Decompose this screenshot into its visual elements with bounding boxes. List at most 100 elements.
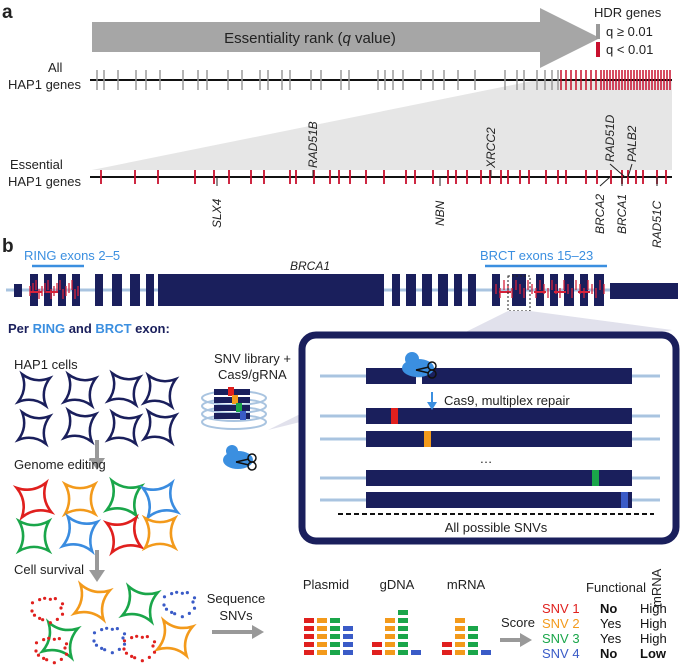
dead-cell-fragment [110, 651, 114, 655]
legend-red-label: q < 0.01 [606, 42, 653, 57]
histogram-block [398, 642, 408, 647]
dead-cell-fragment [45, 658, 49, 662]
surviving-cells [30, 580, 197, 665]
dead-cell-fragment [151, 644, 155, 648]
dead-cell-fragment [122, 647, 126, 651]
dead-cell-fragment [170, 610, 174, 614]
histogram-block [468, 634, 478, 639]
exon-right-half [422, 368, 632, 384]
panel-b-letter: b [2, 236, 14, 257]
zoom-wedge [92, 80, 672, 170]
dead-cell-fragment [122, 639, 127, 643]
snv-mrna: High [640, 616, 667, 631]
dead-cell-fragment [180, 591, 184, 595]
dead-cell-fragment [30, 609, 34, 613]
histogram-block [343, 634, 353, 639]
histogram-block [317, 642, 327, 647]
histogram-block [468, 650, 478, 655]
gene-slx4: SLX4 [210, 198, 224, 228]
dead-cell-fragment [162, 603, 166, 607]
histogram-block [398, 634, 408, 639]
snv-functional: No [600, 601, 617, 616]
dead-cell-fragment [59, 606, 63, 610]
histogram-block [385, 618, 395, 623]
dead-cell-fragment [53, 597, 57, 601]
dead-cell-fragment [57, 637, 61, 641]
dead-cell-fragment [94, 643, 99, 647]
dead-cell-fragment [191, 600, 195, 604]
dead-cell-fragment [192, 596, 197, 600]
edited-cell [102, 476, 146, 520]
dead-cell-fragment [135, 634, 139, 638]
cas9-scissors-icon [402, 352, 437, 379]
snv-name: SNV 3 [542, 631, 580, 646]
dead-cell-fragment [152, 650, 157, 654]
dead-cell-fragment [162, 595, 167, 599]
histogram-block [481, 650, 491, 655]
histogram-block [455, 618, 465, 623]
count-histograms [304, 610, 491, 655]
gene-nbn: NBN [433, 200, 447, 226]
dead-cell-fragment [36, 653, 41, 657]
dead-cell-fragment [152, 640, 157, 644]
snv-name: SNV 1 [542, 601, 580, 616]
cell [104, 369, 144, 409]
dead-cell-fragment [41, 618, 45, 622]
histogram-block [304, 642, 314, 647]
dead-cell-fragment [115, 627, 119, 631]
dead-cell-fragment [117, 647, 121, 651]
dead-cell-fragment [145, 635, 149, 639]
dead-cell-fragment [110, 627, 114, 631]
cell [104, 408, 144, 448]
dead-cell-fragment [42, 638, 46, 642]
snv-name: SNV 2 [542, 616, 580, 631]
dead-cell-fragment [92, 631, 97, 635]
dead-cell-fragment [47, 636, 51, 640]
variant-hatch-marks [29, 280, 605, 299]
gene-rad51d: RAD51D [603, 114, 617, 162]
dead-cell-fragment [103, 648, 107, 652]
surviving-cell [38, 618, 82, 662]
dead-cell-fragment [170, 592, 174, 596]
histogram-block [304, 626, 314, 631]
histogram-block [317, 650, 327, 655]
dead-cell-fragment [64, 642, 69, 646]
gene-rad51c: RAD51C [650, 200, 664, 248]
dead-cell-fragment [63, 646, 67, 650]
surviving-cell [118, 582, 162, 626]
snv-functional: Yes [600, 616, 622, 631]
gene-labels-top: RAD51B XRCC2 RAD51D PALB2 [306, 114, 639, 178]
histogram-block [398, 626, 408, 631]
histogram-block [372, 650, 382, 655]
edited-cell [141, 514, 179, 552]
dead-cell-fragment [92, 639, 96, 643]
edited-cell [58, 512, 102, 556]
exon-block [366, 431, 632, 447]
cell [60, 370, 100, 410]
dead-cell-fragment [100, 646, 104, 650]
dead-cell-fragment [187, 611, 191, 615]
histogram-block [343, 642, 353, 647]
hap1-cells-label: HAP1 cells [14, 357, 78, 372]
dead-cell-fragment [64, 652, 69, 656]
cell [14, 408, 54, 448]
dead-cell-fragment [48, 597, 52, 601]
cell-survival-label: Cell survival [14, 562, 84, 577]
exon-block [366, 470, 632, 486]
dead-cell-fragment [185, 591, 189, 595]
dead-cell-fragment [30, 601, 35, 605]
row-essential-label-2: HAP1 genes [8, 174, 81, 189]
snv-marker [424, 431, 431, 447]
brca1-gene-model [6, 274, 678, 312]
ellipsis: … [480, 451, 493, 466]
sample-gdna: gDNA [380, 577, 415, 592]
exon-11 [158, 274, 384, 306]
histogram-block [442, 642, 452, 647]
dead-cell-fragment [173, 612, 177, 616]
dead-cell-fragment [43, 596, 47, 600]
sequence-label-2: SNVs [219, 608, 253, 623]
edited-cell [102, 513, 146, 557]
dead-cell-fragment [130, 636, 134, 640]
cell [140, 407, 180, 447]
